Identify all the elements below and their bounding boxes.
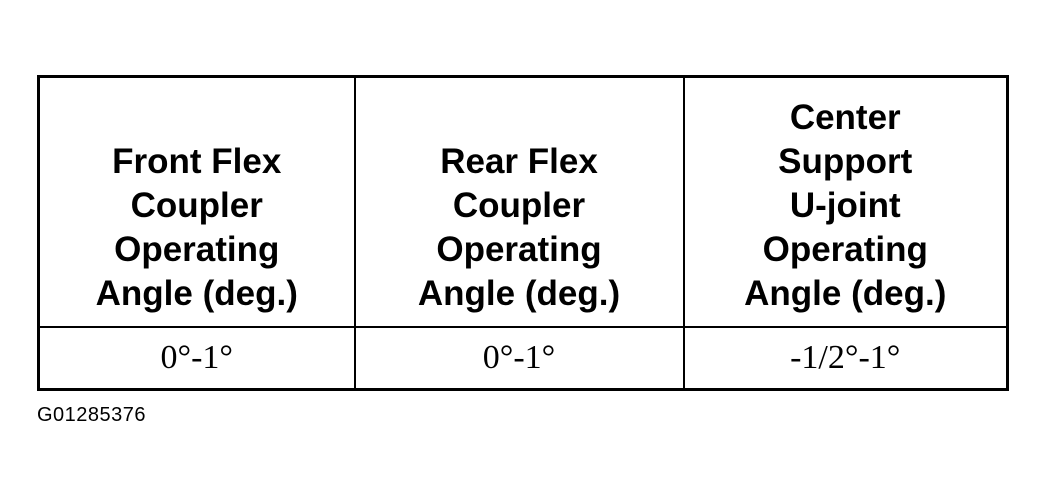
- header-front-flex-coupler-label: Front Flex Coupler Operating Angle (deg.…: [95, 142, 298, 313]
- header-center-support-ujoint-label: Center Support U-joint Operating Angle (…: [744, 98, 947, 313]
- header-rear-flex-coupler: Rear Flex Coupler Operating Angle (deg.): [353, 75, 685, 328]
- header-center-support-ujoint: Center Support U-joint Operating Angle (…: [682, 75, 1009, 328]
- value-center-support-ujoint: -1/2°-1°: [682, 326, 1009, 391]
- table-row: 0°-1° 0°-1° -1/2°-1°: [37, 326, 1009, 391]
- table-body: 0°-1° 0°-1° -1/2°-1°: [37, 326, 1009, 391]
- figure-id-label: G01285376: [37, 404, 147, 426]
- value-rear-flex-coupler: 0°-1°: [353, 326, 685, 391]
- header-front-flex-coupler: Front Flex Coupler Operating Angle (deg.…: [37, 75, 356, 328]
- value-front-flex-coupler: 0°-1°: [37, 326, 356, 391]
- table-header: Front Flex Coupler Operating Angle (deg.…: [37, 75, 1009, 328]
- header-row: Front Flex Coupler Operating Angle (deg.…: [37, 75, 1009, 328]
- header-rear-flex-coupler-label: Rear Flex Coupler Operating Angle (deg.): [417, 142, 621, 313]
- operating-angle-spec-table: Front Flex Coupler Operating Angle (deg.…: [37, 75, 1009, 391]
